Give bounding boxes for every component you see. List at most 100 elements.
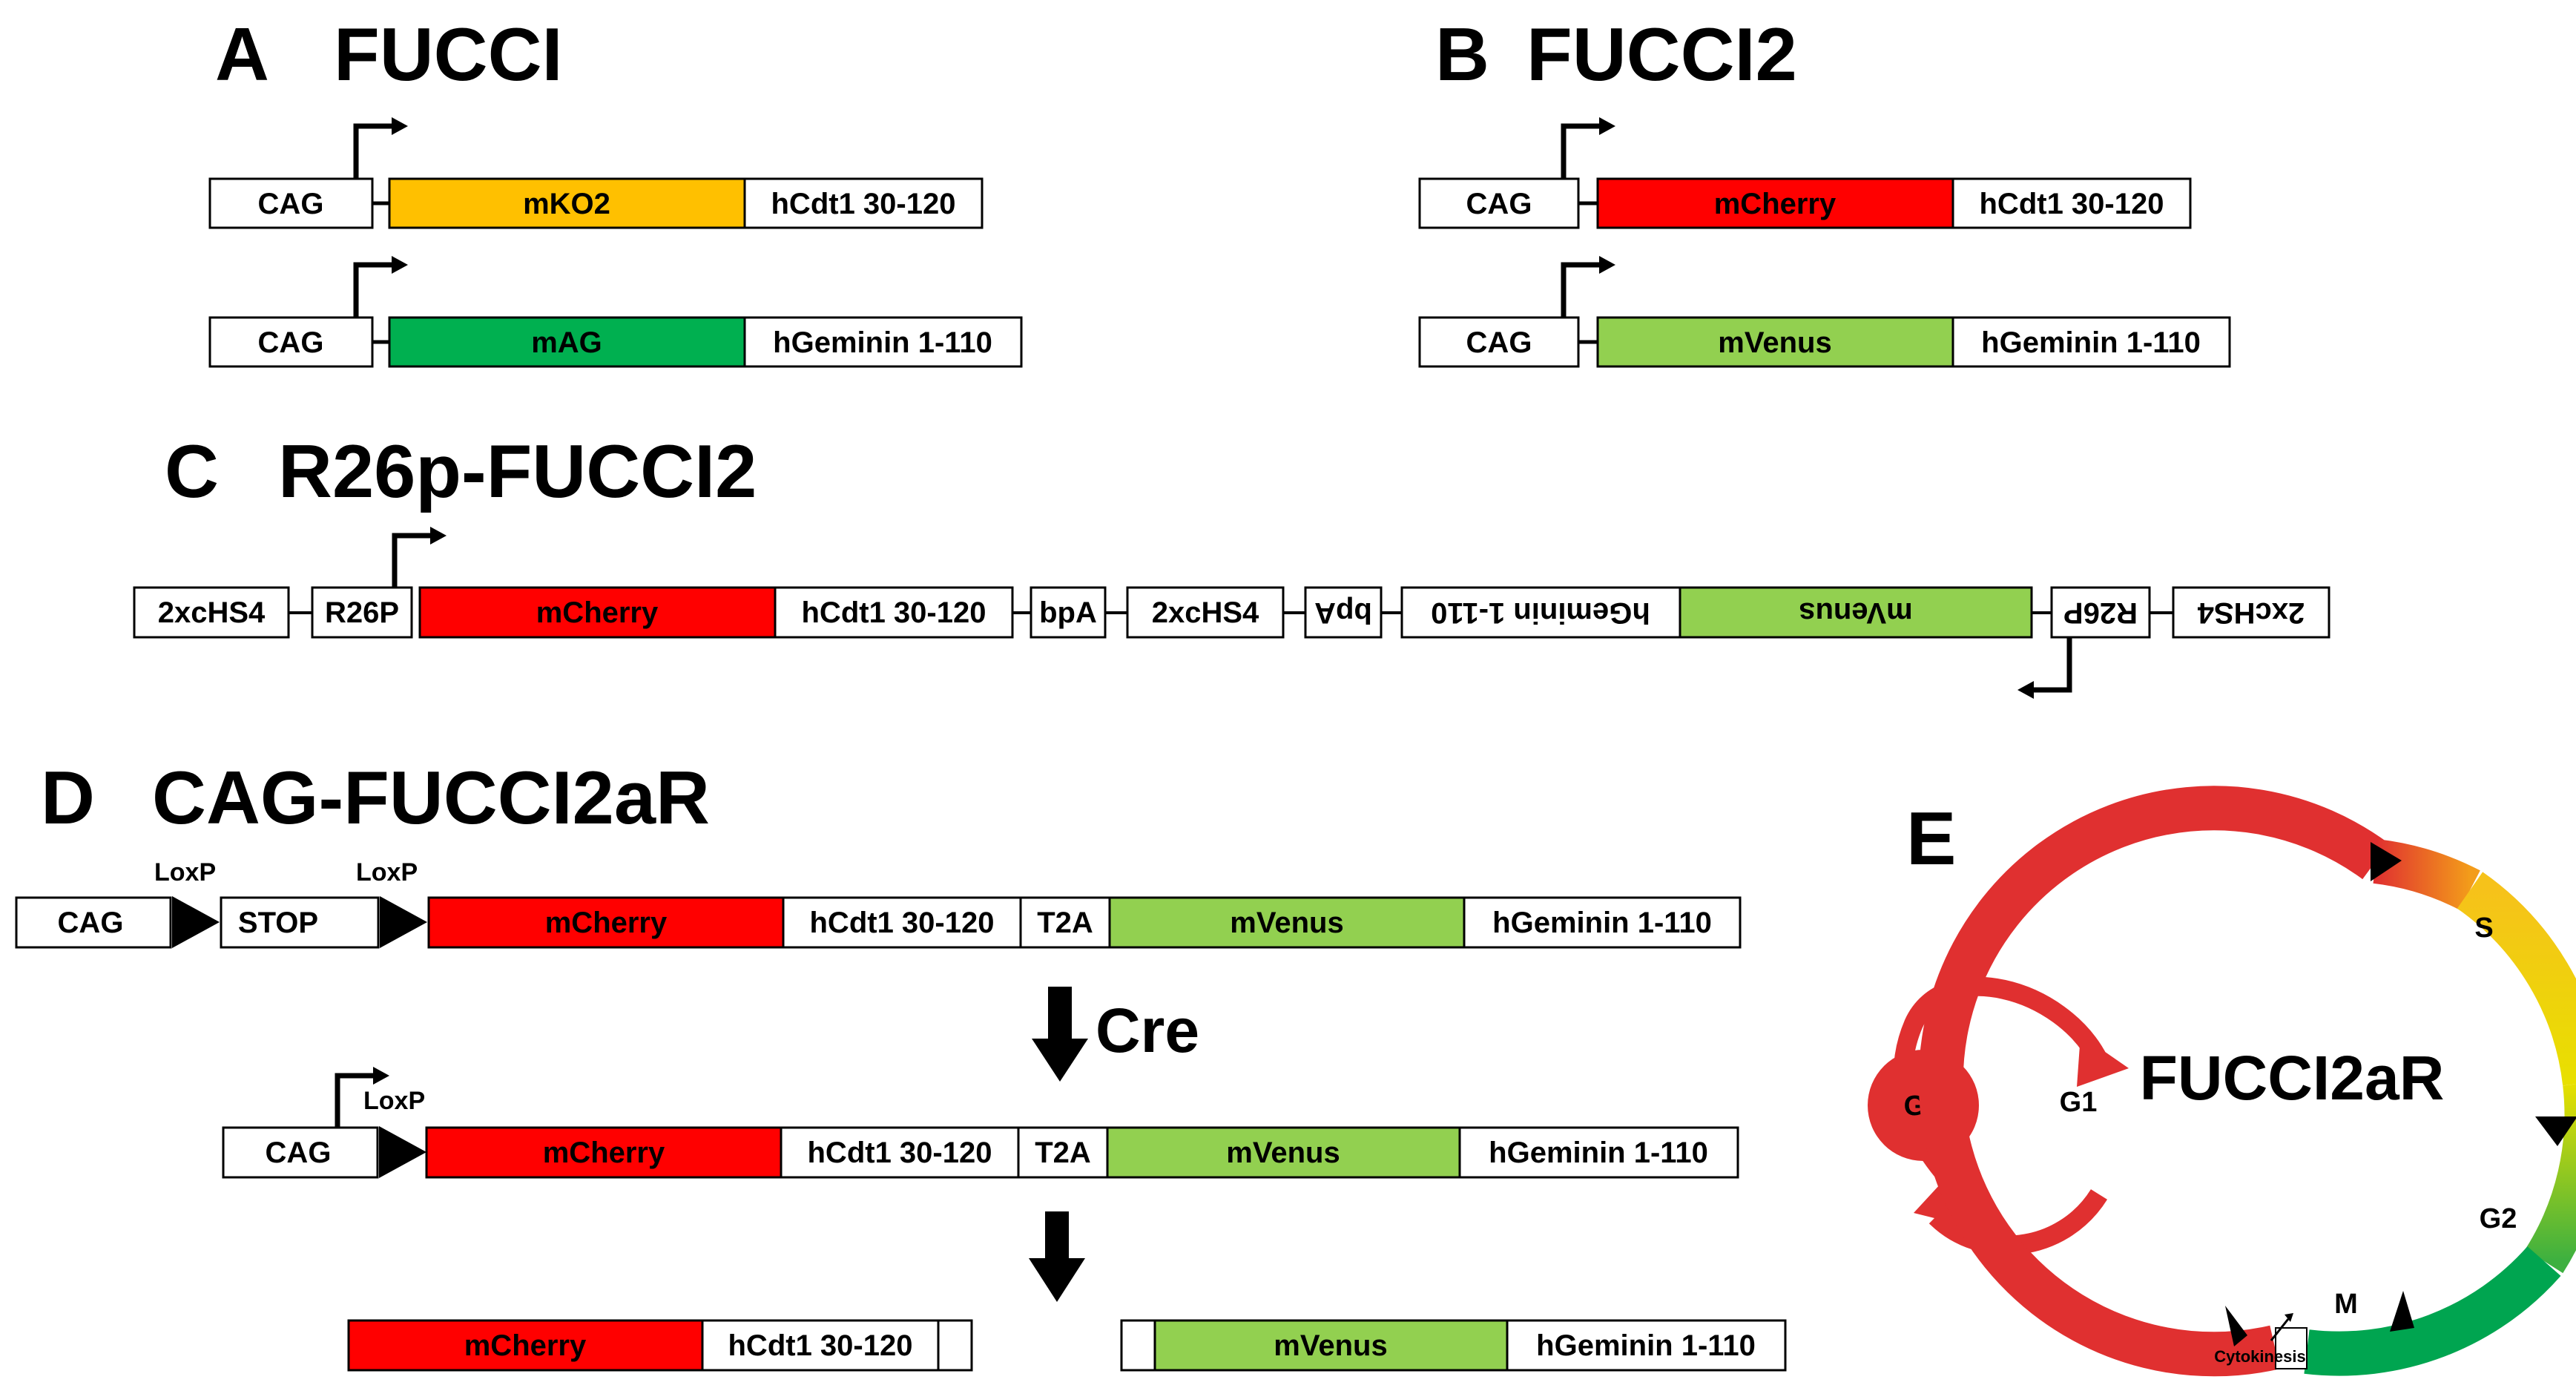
construct-b1: CAG mCherry hCdt1 30-120 xyxy=(1418,117,2192,229)
cag-label: CAG xyxy=(258,326,324,359)
mko2-label: mKO2 xyxy=(523,188,610,220)
cag-box xyxy=(208,316,374,368)
mcherry-box xyxy=(427,896,785,949)
loxp-label: LoxP xyxy=(154,858,216,887)
r26p-reverse-label: R26P xyxy=(2063,596,2138,629)
cytokinesis-pointer xyxy=(2270,1318,2290,1341)
hs4-reverse-label: 2xcHS4 xyxy=(2197,596,2305,629)
g1-label: G1 xyxy=(2060,1087,2098,1118)
panel-b-title: FUCCI2 xyxy=(1526,13,1797,96)
construct-b2: CAG mVenus hGeminin 1-110 xyxy=(1418,256,2231,368)
r26p-promoter-arrow xyxy=(392,533,432,588)
cycle-title: FUCCI2aR xyxy=(2140,1043,2445,1113)
mcherry-box xyxy=(418,586,777,639)
cag-box xyxy=(208,177,374,229)
hgeminin-box xyxy=(743,316,1023,368)
cag-box xyxy=(1418,316,1580,368)
bpa-box xyxy=(1030,586,1107,639)
r26p-label: R26P xyxy=(325,596,399,629)
cre-arrow-shaft xyxy=(1048,987,1072,1042)
cag-label: CAG xyxy=(258,188,324,220)
mcherry-label: mCherry xyxy=(545,907,668,939)
r26p-reverse-box xyxy=(2050,586,2151,639)
mvenus-box xyxy=(1108,896,1466,949)
hs4-box xyxy=(133,586,290,639)
promoter-arrowhead xyxy=(1599,256,1615,274)
mcherry-box xyxy=(347,1319,704,1372)
t2a-label: T2A xyxy=(1035,1137,1091,1169)
hs4-label: 2xcHS4 xyxy=(1152,596,1259,629)
promoter-arrow xyxy=(353,262,393,318)
hgeminin-label: hGeminin 1-110 xyxy=(773,326,992,359)
r26p-reverse-promoter-arrow xyxy=(2032,638,2072,693)
cag-box xyxy=(1418,177,1580,229)
panel-b: B FUCCI2 CAG mCherry hCdt1 30-120 CAG mV… xyxy=(1418,13,2231,368)
mcherry-box xyxy=(425,1126,783,1179)
panel-a-letter: A xyxy=(215,13,269,96)
g0-entry-arrowhead xyxy=(2077,1035,2129,1087)
g2-m-arc xyxy=(2304,1246,2561,1376)
hgeminin-label: hGeminin 1-110 xyxy=(1492,907,1712,939)
panel-a: A FUCCI CAG mKO2 hCdt1 30-120 CAG mAG hG… xyxy=(208,13,1023,368)
panel-d-letter: D xyxy=(41,757,95,840)
panel-b-letter: B xyxy=(1435,13,1489,96)
product-mcherry-hcdt1: mCherry hCdt1 30-120 xyxy=(347,1319,973,1372)
hcdt1-box xyxy=(1951,177,2192,229)
hgeminin-box xyxy=(1951,316,2231,368)
mvenus-label: mVenus xyxy=(1230,907,1343,939)
promoter-arrowhead xyxy=(392,117,408,135)
promoter-arrow xyxy=(1561,262,1601,318)
mko2-box xyxy=(388,177,746,229)
phase-arrow-g1-s xyxy=(2371,842,2402,881)
mag-label: mAG xyxy=(531,326,602,359)
mvenus-reverse-label: mVenus xyxy=(1799,596,1912,629)
s-arc xyxy=(2457,872,2576,1086)
loxp-triangle xyxy=(172,896,220,948)
hcdt1-box xyxy=(743,177,984,229)
phase-arrow-g2-m xyxy=(2390,1291,2414,1332)
panel-d: D CAG-FUCCI2aR LoxP LoxP CAG STOP mCherr… xyxy=(15,757,1787,1372)
cag-label: CAG xyxy=(1466,326,1532,359)
t2a-remnant-box xyxy=(937,1319,973,1372)
promoter-arrowhead xyxy=(1599,117,1615,135)
promoter-arrow xyxy=(1561,123,1601,179)
phase-arrow-m-g1 xyxy=(2225,1306,2247,1346)
panel-a-title: FUCCI xyxy=(334,13,563,96)
cre-label: Cre xyxy=(1096,996,1199,1065)
g1-arc xyxy=(1918,786,2389,1377)
construct-a2: CAG mAG hGeminin 1-110 xyxy=(208,256,1023,368)
hcdt1-box xyxy=(701,1319,940,1372)
hs4-label: 2xcHS4 xyxy=(158,596,266,629)
bpa-reverse-box xyxy=(1304,586,1383,639)
cytokinesis-pointer-head xyxy=(2285,1313,2293,1322)
panel-c-letter: C xyxy=(165,430,219,513)
stop-box xyxy=(220,896,380,949)
cag-label: CAG xyxy=(1466,188,1532,220)
mvenus-label: mVenus xyxy=(1274,1329,1387,1362)
r26p-promoter-arrowhead xyxy=(430,527,447,545)
loxp-label: LoxP xyxy=(356,858,418,887)
promoter-arrowhead xyxy=(373,1067,389,1085)
panel-e: E Go FUCCI2 xyxy=(1868,786,2576,1377)
cag-box xyxy=(15,896,172,949)
m-label: M xyxy=(2334,1289,2358,1320)
r26p-box xyxy=(311,586,413,639)
cre-arrow xyxy=(1032,987,1088,1082)
cleavage-arrow-head xyxy=(1029,1258,1085,1302)
bpa-label: bpA xyxy=(1039,596,1097,629)
hcdt1-label: hCdt1 30-120 xyxy=(802,596,986,629)
panel-c: C R26p-FUCCI2 2xcHS4 R26P mCherry hCdt1 … xyxy=(133,430,2330,699)
hcdt1-label: hCdt1 30-120 xyxy=(728,1329,913,1362)
hcdt1-box xyxy=(780,1126,1020,1179)
cleavage-arrow xyxy=(1029,1211,1085,1302)
g2-label: G2 xyxy=(2480,1203,2517,1234)
product-mvenus-hgeminin: mVenus hGeminin 1-110 xyxy=(1120,1319,1787,1372)
cytokinesis-gap xyxy=(2275,1327,2307,1369)
promoter-arrow xyxy=(335,1073,375,1128)
stop-label: STOP xyxy=(238,907,318,939)
mvenus-label: mVenus xyxy=(1226,1137,1340,1169)
t2a-label: T2A xyxy=(1037,907,1093,939)
panel-c-title: R26p-FUCCI2 xyxy=(278,430,757,513)
hgeminin-box xyxy=(1506,1319,1787,1372)
